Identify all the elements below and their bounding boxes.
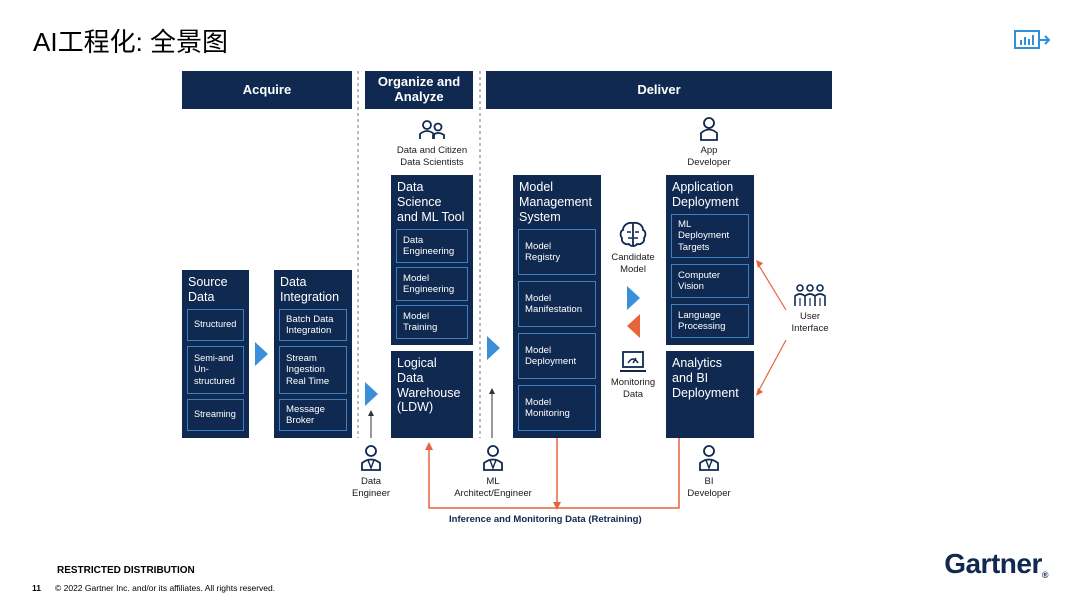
app-developer-label: App Developer (687, 145, 731, 168)
analytics-bi-panel: Analytics and BI Deployment (666, 351, 754, 438)
source-streaming: Streaming (187, 399, 244, 431)
app-developer-icon (700, 117, 718, 141)
bi-developer-icon (699, 445, 719, 471)
data-engineer-label: Data Engineer (351, 476, 391, 499)
data-integration-panel: Data Integration Batch Data Integration … (274, 270, 352, 438)
language-processing: Language Processing (671, 304, 749, 338)
flow-arrow-3 (487, 336, 500, 360)
source-structured: Structured (187, 309, 244, 341)
retraining-label: Inference and Monitoring Data (Retrainin… (449, 514, 642, 525)
candidate-model-label: Candidate Model (611, 252, 655, 275)
copyright-line: 11 © 2022 Gartner Inc. and/or its affilia… (32, 583, 275, 593)
flow-arrow-2 (365, 382, 378, 406)
ldw-panel: Logical Data Warehouse (LDW) (391, 351, 473, 438)
registered-mark: ® (1041, 570, 1049, 580)
stream-ingestion: Stream Ingestion Real Time (279, 346, 347, 394)
data-engineering: Data Engineering (396, 229, 468, 263)
model-deployment: Model Deployment (518, 333, 596, 379)
data-scientists-label: Data and Citizen Data Scientists (396, 145, 468, 168)
copyright-text: © 2022 Gartner Inc. and/or its affiliate… (55, 583, 276, 593)
header-deliver: Deliver (486, 71, 832, 109)
header-organize: Organize and Analyze (365, 71, 473, 109)
ml-deployment-targets: ML Deployment Targets (671, 214, 749, 258)
restricted-distribution: RESTRICTED DISTRIBUTION (57, 565, 195, 576)
model-engineering: Model Engineering (396, 267, 468, 301)
model-monitoring: Model Monitoring (518, 385, 596, 431)
data-scientists-icon (419, 120, 445, 139)
data-engineer-icon (361, 445, 381, 471)
data-integration-title: Data Integration (280, 275, 340, 304)
message-broker: Message Broker (279, 399, 347, 431)
bi-developer-label: BI Developer (687, 476, 731, 499)
monitoring-data-label: Monitoring Data (610, 377, 656, 400)
flow-arrow-1 (255, 342, 268, 366)
candidate-arrow (627, 286, 640, 310)
gartner-logo: Gartner® (944, 548, 1048, 580)
analytics-bi-title: Analytics and BI Deployment (672, 356, 739, 400)
model-manifestation: Model Manifestation (518, 281, 596, 327)
computer-vision: Computer Vision (671, 264, 749, 298)
ds-ml-tool-title: Data Science and ML Tool (397, 180, 465, 224)
application-deployment-panel: Application Deployment ML Deployment Tar… (666, 175, 754, 345)
model-registry: Model Registry (518, 229, 596, 275)
page-number: 11 (32, 583, 41, 593)
user-group-icon (794, 284, 826, 306)
ml-architect-label: ML Architect/Engineer (454, 476, 532, 499)
batch-data-integration: Batch Data Integration (279, 309, 347, 341)
monitoring-laptop-icon (620, 351, 646, 372)
gartner-logo-text: Gartner (944, 548, 1042, 579)
model-management-title: Model Management System (519, 180, 592, 224)
brain-icon (619, 221, 647, 247)
header-acquire: Acquire (182, 71, 352, 109)
model-management-panel: Model Management System Model Registry M… (513, 175, 601, 438)
ds-ml-tool-panel: Data Science and ML Tool Data Engineerin… (391, 175, 473, 345)
page-title: AI工程化: 全景图 (33, 27, 229, 57)
ml-architect-icon (483, 445, 503, 471)
source-data-panel: Source Data Structured Semi-and Un- stru… (182, 270, 249, 438)
monitoring-arrow (627, 314, 640, 338)
ldw-title: Logical Data Warehouse (LDW) (397, 356, 461, 415)
source-data-title: Source Data (188, 275, 228, 304)
user-interface-label: User Interface (791, 311, 829, 334)
source-semi-structured: Semi-and Un- structured (187, 346, 244, 394)
model-training: Model Training (396, 305, 468, 339)
application-deployment-title: Application Deployment (672, 180, 739, 209)
presentation-icon (1014, 30, 1051, 49)
